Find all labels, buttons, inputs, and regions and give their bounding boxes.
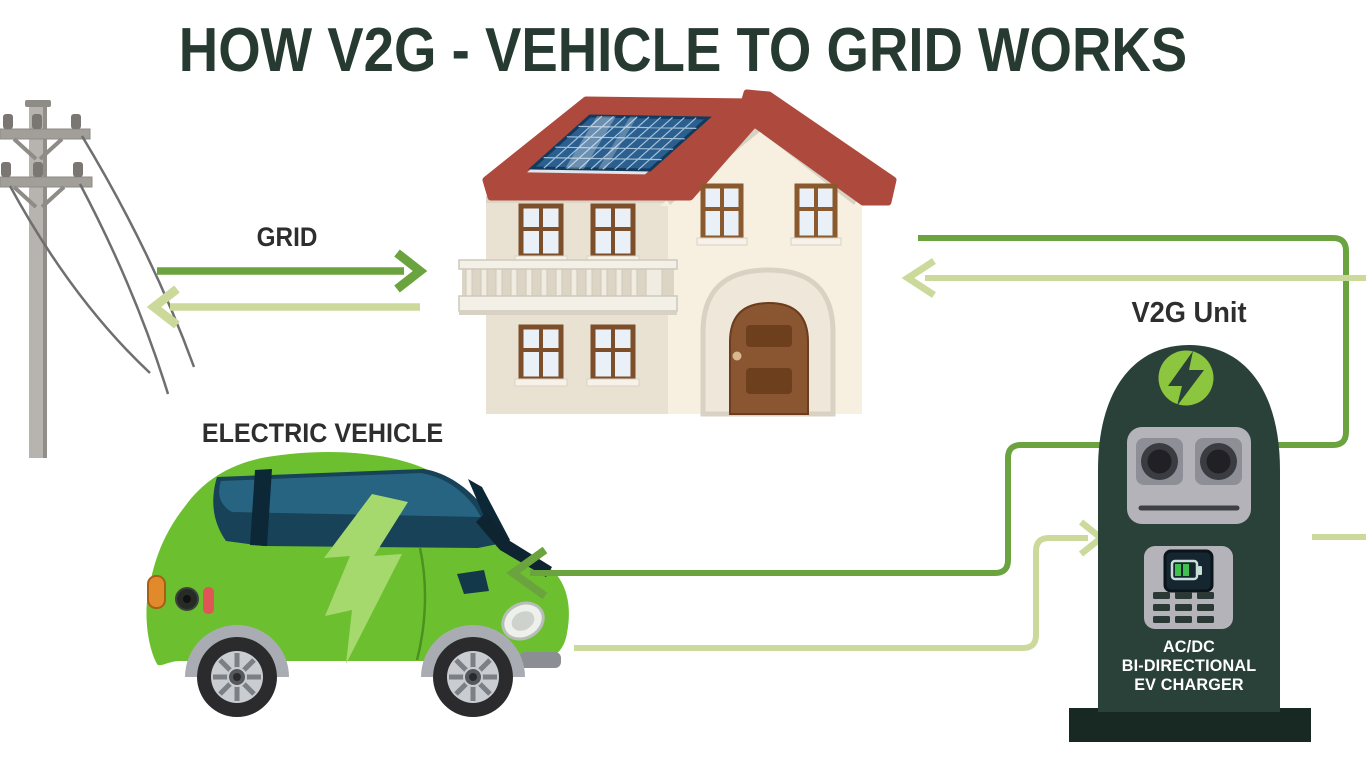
door-knob bbox=[732, 351, 742, 361]
grid-label: GRID bbox=[256, 222, 318, 252]
house-to-grid-arrowhead-icon bbox=[146, 285, 180, 329]
battery-icon bbox=[1170, 559, 1199, 581]
charger-caption-line2: BI-DIRECTIONAL bbox=[1121, 656, 1257, 675]
car-lightning-decal bbox=[324, 494, 408, 664]
charger-caption-line3: EV CHARGER bbox=[1134, 675, 1244, 694]
solar-panel bbox=[527, 116, 708, 174]
front-door bbox=[700, 267, 836, 417]
v2g-unit-label: V2G Unit bbox=[1131, 297, 1247, 329]
light-green-flows bbox=[146, 258, 1366, 651]
utility-pole-illustration bbox=[0, 100, 196, 458]
keypad-panel bbox=[1144, 546, 1233, 629]
vehicle-to-charger-wire bbox=[574, 535, 1088, 651]
page-title: HOW V2G - VEHICLE TO GRID WORKS bbox=[178, 16, 1188, 85]
electric-vehicle-label: ELECTRIC VEHICLE bbox=[201, 418, 444, 448]
ev-car-illustration bbox=[146, 451, 569, 717]
headlight bbox=[501, 601, 545, 641]
grid-to-house-arrowhead-icon bbox=[394, 249, 428, 293]
house-illustration bbox=[458, 93, 893, 417]
front-bumper bbox=[519, 652, 561, 668]
charger-caption-line1: AC/DC bbox=[1162, 637, 1216, 656]
charger-caption: AC/DC BI-DIRECTIONAL EV CHARGER bbox=[1101, 637, 1278, 694]
charging-sockets bbox=[1127, 427, 1251, 524]
power-lines bbox=[8, 135, 196, 395]
v2g-charger-unit bbox=[1069, 345, 1311, 742]
wheel-arch bbox=[185, 625, 289, 677]
wheel-arch bbox=[421, 625, 525, 677]
insulators bbox=[1, 114, 83, 177]
keypad-keys bbox=[1153, 592, 1214, 623]
pole-crossarm bbox=[0, 176, 93, 188]
side-mirror bbox=[457, 570, 489, 594]
tail-lamp bbox=[147, 575, 166, 609]
pole-mast bbox=[29, 106, 47, 458]
charger-base bbox=[1069, 708, 1311, 742]
lightning-bolt-icon bbox=[1168, 351, 1204, 406]
front-wheel bbox=[433, 637, 513, 717]
rear-wheel bbox=[197, 637, 277, 717]
pole-crossarm bbox=[0, 128, 91, 140]
to-house-arrowhead-icon bbox=[901, 258, 936, 298]
door-seam bbox=[415, 547, 427, 661]
tail-light bbox=[203, 587, 214, 614]
to-vehicle-arrowhead-icon bbox=[506, 546, 548, 600]
b-pillar bbox=[250, 469, 272, 546]
balcony bbox=[458, 259, 678, 315]
